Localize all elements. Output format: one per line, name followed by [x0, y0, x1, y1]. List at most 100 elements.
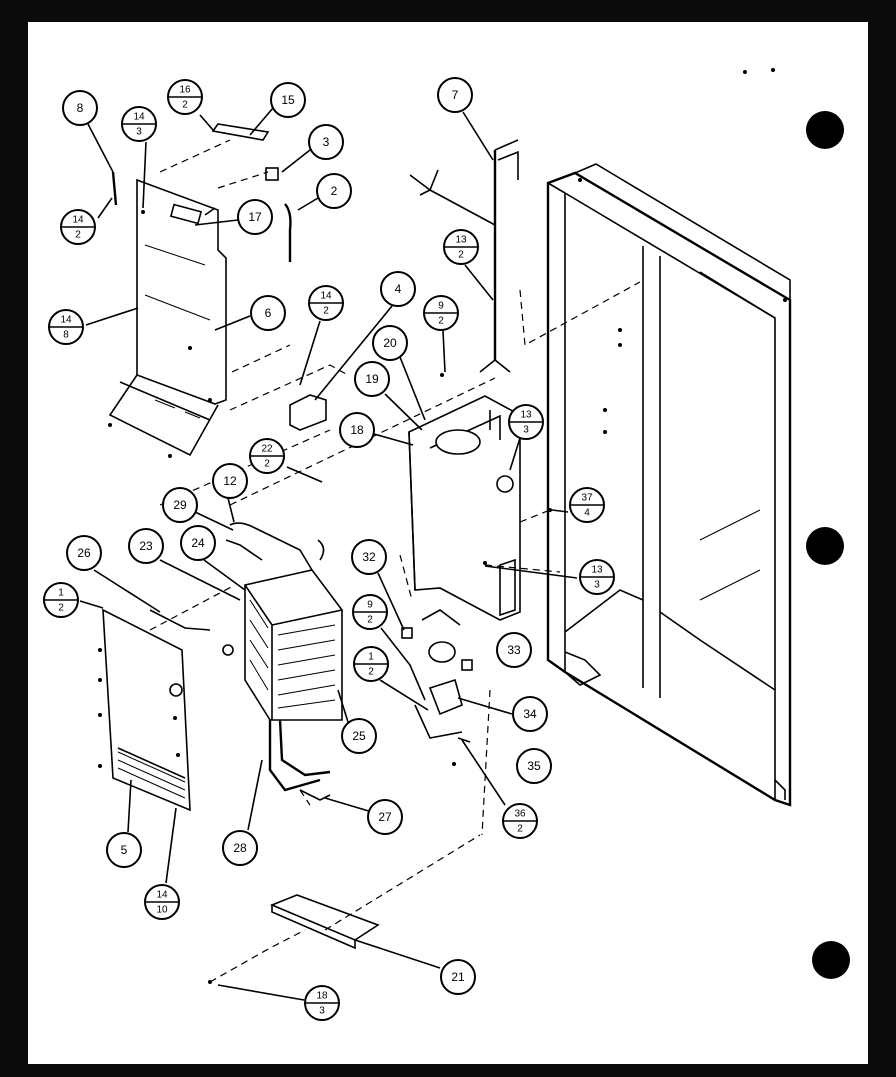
callout-number: 3 — [323, 135, 330, 149]
callout-denominator: 2 — [58, 603, 64, 614]
callout-denominator: 3 — [136, 127, 142, 138]
callout-denominator: 4 — [584, 508, 590, 519]
callout-denominator: 2 — [323, 306, 329, 317]
fan-motor-assembly — [401, 609, 473, 766]
callout-circle — [440, 959, 476, 995]
rear-access-panel — [98, 608, 234, 812]
callout-denominator: 2 — [264, 459, 270, 470]
callout-denominator: 2 — [458, 250, 464, 261]
callout-c36-2: 362 — [502, 803, 538, 839]
callout-numerator: 9 — [367, 600, 373, 611]
callout-circle — [128, 528, 164, 564]
callout-c27: 27 — [367, 799, 403, 835]
small-parts-top — [159, 123, 292, 262]
callout-c8: 8 — [62, 90, 98, 126]
callout-c19: 19 — [354, 361, 390, 397]
callout-denominator: 2 — [367, 615, 373, 626]
callout-c16-2: 162 — [167, 79, 203, 115]
callout-circle — [316, 173, 352, 209]
callout-c1-2: 12 — [43, 582, 79, 618]
callout-circle — [62, 90, 98, 126]
drain-trough — [208, 834, 481, 984]
callout-number: 25 — [352, 729, 366, 743]
callout-c37-4: 374 — [569, 487, 605, 523]
callout-circle — [496, 632, 532, 668]
registration-mark-bottom — [812, 941, 850, 979]
callout-c17: 17 — [237, 199, 273, 235]
callout-number: 28 — [233, 841, 247, 855]
callout-c3: 3 — [308, 124, 344, 160]
callout-denominator: 10 — [156, 905, 168, 916]
callout-number: 7 — [452, 88, 459, 102]
callout-c13-2: 132 — [443, 229, 479, 265]
callout-c14-3-top: 143 — [121, 106, 157, 142]
callout-c18: 18 — [339, 412, 375, 448]
callout-c14-8: 148 — [48, 309, 84, 345]
callout-number: 20 — [383, 336, 397, 350]
callout-c23: 23 — [128, 528, 164, 564]
callout-c9-2: 92 — [423, 295, 459, 331]
callout-denominator: 3 — [319, 1006, 325, 1017]
callout-numerator: 9 — [438, 301, 444, 312]
callout-number: 5 — [121, 843, 128, 857]
callout-c15: 15 — [270, 82, 306, 118]
callout-numerator: 18 — [316, 991, 328, 1002]
callout-c7: 7 — [437, 77, 473, 113]
callout-c4: 4 — [380, 271, 416, 307]
callout-numerator: 36 — [514, 809, 526, 820]
callout-numerator: 14 — [60, 315, 72, 326]
callout-circle — [162, 487, 198, 523]
callout-c14-2-mid: 142 — [308, 285, 344, 321]
evaporator-cover-panel — [108, 171, 227, 458]
callout-number: 15 — [281, 93, 295, 107]
callout-c18-3: 183 — [304, 985, 340, 1021]
callout-number: 8 — [77, 101, 84, 115]
callout-c28: 28 — [222, 830, 258, 866]
callout-denominator: 3 — [594, 580, 600, 591]
callout-c26-left: 26 — [66, 535, 102, 571]
callout-numerator: 13 — [455, 235, 467, 246]
callout-circle — [372, 325, 408, 361]
callout-circle — [341, 718, 377, 754]
callout-circle — [212, 463, 248, 499]
callout-c20-top: 20 — [372, 325, 408, 361]
callout-number: 32 — [362, 550, 376, 564]
callout-denominator: 2 — [182, 100, 188, 111]
callout-numerator: 14 — [156, 890, 168, 901]
callout-c1-2-mid: 12 — [353, 646, 389, 682]
callout-numerator: 1 — [58, 588, 64, 599]
callout-c25: 25 — [341, 718, 377, 754]
callout-number: 34 — [523, 707, 537, 721]
callout-circle — [180, 525, 216, 561]
callout-c22-2: 222 — [249, 438, 285, 474]
callout-number: 2 — [331, 184, 338, 198]
callout-circle — [222, 830, 258, 866]
callout-circle — [270, 82, 306, 118]
callout-number: 29 — [173, 498, 187, 512]
callout-circle — [351, 539, 387, 575]
callout-c5: 5 — [106, 832, 142, 868]
callout-numerator: 1 — [368, 652, 374, 663]
callout-number: 26 — [77, 546, 91, 560]
callout-c14-2-left: 142 — [60, 209, 96, 245]
callout-circle — [367, 799, 403, 835]
callout-numerator: 14 — [72, 215, 84, 226]
callout-number: 27 — [378, 810, 392, 824]
rod-assembly — [409, 139, 641, 373]
callout-circle — [516, 748, 552, 784]
callout-number: 18 — [350, 423, 364, 437]
callout-number: 24 — [191, 536, 205, 550]
callout-c24: 24 — [180, 525, 216, 561]
refrigerator-cabinet — [546, 163, 792, 807]
callout-circle — [106, 832, 142, 868]
callout-c35: 35 — [516, 748, 552, 784]
callout-circle — [437, 77, 473, 113]
callout-number: 12 — [223, 474, 237, 488]
callout-numerator: 22 — [261, 444, 273, 455]
callout-number: 21 — [451, 970, 465, 984]
callout-circle — [66, 535, 102, 571]
callout-c13-3-right: 133 — [579, 559, 615, 595]
